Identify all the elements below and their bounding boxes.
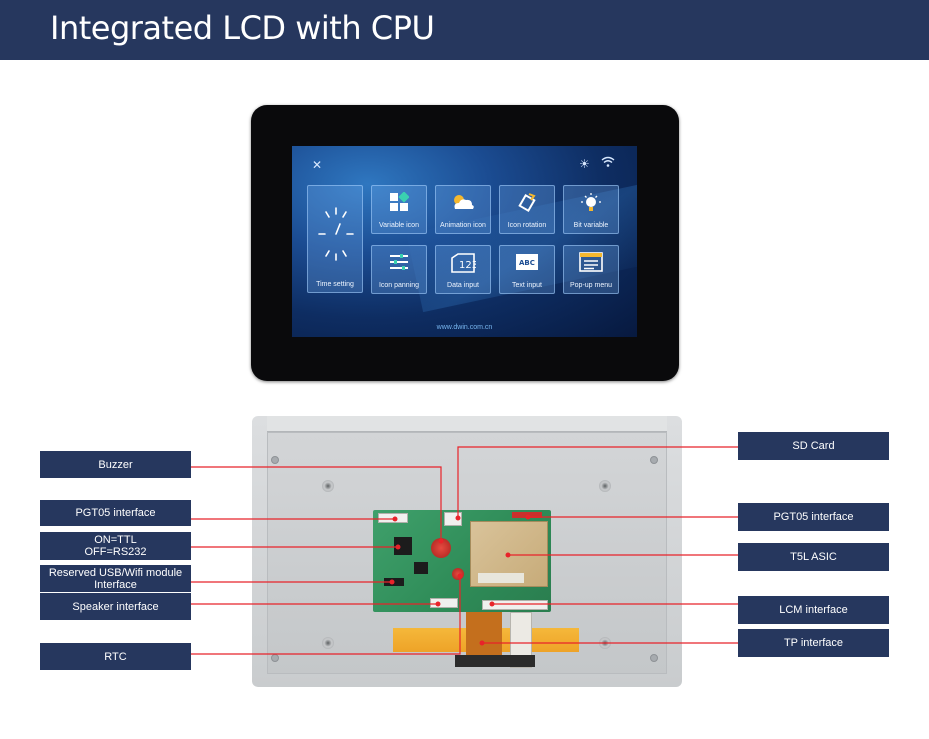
screw [271,456,279,464]
callout-rtc: RTC [40,643,191,670]
standoff [322,637,334,649]
wifi-icon [601,156,615,171]
tile-animation-icon[interactable]: Animation icon [435,185,491,234]
pgt05-right-connector [512,512,542,518]
callout-sd-card: SD Card [738,432,889,460]
svg-text:ABC: ABC [519,259,535,267]
callout-pgt05-left: PGT05 interface [40,500,191,526]
usb-header [384,578,404,586]
sliders-icon [372,252,426,278]
tools-icon: ✕ [312,158,323,172]
callout-on-ttl-off-rs232: ON=TTL OFF=RS232 [40,532,191,560]
tile-label: Pop-up menu [569,282,613,289]
cloud-icon [436,192,490,218]
tile-variable-icon[interactable]: Variable icon [371,185,427,234]
plate-top-rail [267,416,667,432]
screw [271,654,279,662]
tile-label: Variable icon [379,222,419,229]
bulb-icon [564,192,618,220]
tile-data-input[interactable]: 123 Data input [435,245,491,294]
tile-label: Icon panning [378,282,420,289]
clock-icon [318,207,354,261]
buzzer-component [431,538,451,558]
screw [650,456,658,464]
tile-icon-panning[interactable]: Icon panning [371,245,427,294]
pgt05-left-connector [378,513,408,523]
callout-pgt05-right: PGT05 interface [738,503,889,531]
header-banner: Integrated LCD with CPU [0,0,929,60]
grid-icon [372,191,426,218]
tile-label: Icon rotation [507,222,547,229]
asic-sticker [478,573,524,583]
svg-text:123: 123 [459,260,476,271]
tile-icon-rotation[interactable]: Icon rotation [499,185,555,234]
driver-chip [414,562,428,574]
panel-connector [455,655,535,667]
number-icon: 123 [436,252,490,280]
screen-url: www.dwin.com.cn [436,324,493,331]
standoff [322,480,334,492]
callout-lcm-interface: LCM interface [738,596,889,624]
tile-label: Bit variable [573,222,609,229]
tile-bit-variable[interactable]: Bit variable [563,185,619,234]
callout-buzzer: Buzzer [40,451,191,478]
menu-icon [564,252,618,278]
tile-label: Animation icon [440,222,486,229]
lcm-ribbon [510,612,532,668]
tile-popup-menu[interactable]: Pop-up menu [563,245,619,294]
rotate-icon [500,192,554,220]
tile-label: Data input [447,282,479,289]
callout-speaker: Speaker interface [40,593,191,620]
lcm-connector [482,600,548,610]
mcu-chip [394,537,412,555]
tile-text-input[interactable]: ABC Text input [499,245,555,294]
keyboard-icon: ABC [500,252,554,278]
tile-label: Text input [512,282,542,289]
standoff [599,637,611,649]
screw [650,654,658,662]
callout-t5l-asic: T5L ASIC [738,543,889,571]
callout-tp-interface: TP interface [738,629,889,657]
callout-usb-wifi: Reserved USB/Wifi module Interface [40,565,191,592]
page-title: Integrated LCD with CPU [50,9,435,47]
tp-flex-cable [466,612,502,660]
tile-label: Time setting [316,281,354,288]
standoff [599,480,611,492]
sd-card-slot [444,512,462,526]
tile-time-setting[interactable]: Time setting [307,185,363,293]
rtc-battery [452,568,464,580]
speaker-connector [430,598,458,608]
lcd-screen: ✕ ☀ www.dwin.com.cn [292,146,637,337]
brightness-icon: ☀ [579,157,590,171]
